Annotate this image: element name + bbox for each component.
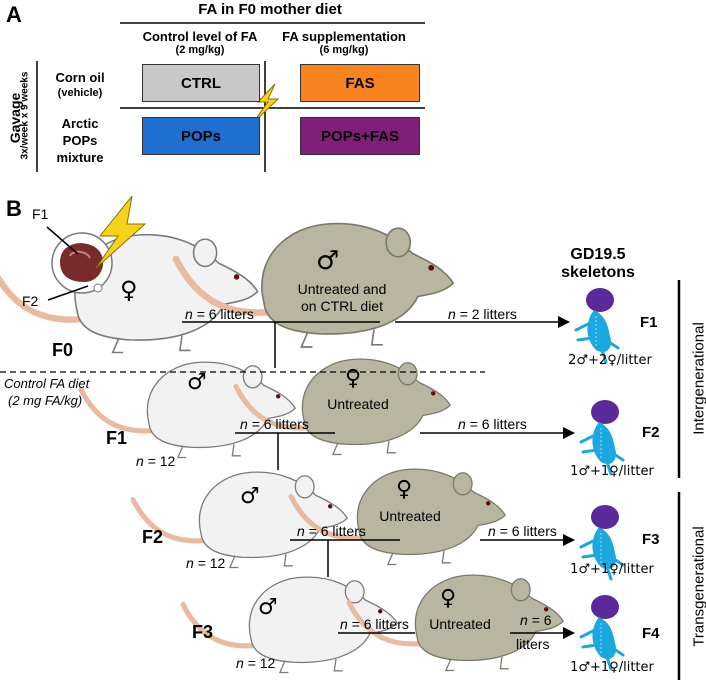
- n-litters-f0: n = 6 litters: [185, 306, 254, 322]
- row1-label-line2: (vehicle): [57, 87, 103, 99]
- n-letter: n: [448, 306, 456, 322]
- gd-title-2: skeletons: [561, 264, 635, 281]
- fetus-count-f3: 1♂+1♀/litter: [570, 562, 654, 577]
- f0-embryo-label-f1: F1: [32, 206, 49, 222]
- n-12-text: = 12: [197, 555, 226, 571]
- f1-n-litters: n = 6 litters: [240, 416, 309, 432]
- f3-n-litters-arrow-2: litters: [516, 636, 550, 652]
- f0-embryo-label-f2: F2: [22, 293, 39, 309]
- panel-a-label: A: [6, 2, 22, 27]
- n-letter: n: [458, 416, 466, 432]
- n-letter: n: [520, 612, 528, 628]
- f3-n-litters-arrow-1: n = 6: [520, 612, 552, 628]
- f0-male-text-1: Untreated and: [297, 281, 387, 297]
- n-letter: n: [236, 655, 244, 671]
- group-box-fas: FAS: [300, 64, 420, 102]
- control-diet-line2: (2 mg FA/kg): [8, 393, 83, 408]
- intergenerational-label: Intergenerational: [690, 322, 706, 435]
- row2-label-line3: mixture: [56, 150, 104, 165]
- n-litters-text: = 6 litters: [351, 616, 409, 632]
- n-12-text: = 12: [247, 655, 276, 671]
- f0-male-symbol: ♂: [316, 246, 340, 276]
- control-diet-line1: Control FA diet: [4, 376, 90, 391]
- n-litters-text: = 6 litters: [308, 523, 366, 539]
- n-litters-text: = 2 litters: [459, 306, 517, 322]
- col1-sub: (2 mg/kg): [175, 44, 225, 56]
- panel-a-title: FA in F0 mother diet: [198, 1, 342, 18]
- f2-female-symbol: ♀: [396, 477, 413, 502]
- n-letter: n: [297, 523, 305, 539]
- f0-male-text-2: on CTRL diet: [301, 298, 383, 314]
- f3-n-litters: n = 6 litters: [340, 616, 409, 632]
- f1-n-litters-arrow: n = 6 litters: [458, 416, 527, 432]
- fetus-count-f1: 2♂+2♀/litter: [568, 353, 652, 368]
- fetus-label-f3: F3: [642, 531, 660, 548]
- f1-female-symbol: ♀: [345, 366, 362, 391]
- f1-male-symbol: ♂: [187, 370, 207, 395]
- f3-male-symbol: ♂: [258, 595, 278, 620]
- gd-title-1: GD19.5: [570, 246, 626, 263]
- fetus-count-f4: 1♂+1♀/litter: [570, 660, 654, 675]
- n-litters-f0-arrow: n = 2 litters: [448, 306, 517, 322]
- f2-untreated: Untreated: [379, 508, 441, 524]
- n-letter: n: [488, 523, 496, 539]
- col2-sub: (6 mg/kg): [319, 44, 369, 56]
- row2-label-line1: Arctic: [61, 116, 99, 131]
- f3-untreated: Untreated: [429, 616, 491, 632]
- n-letter: n: [240, 416, 248, 432]
- gen-label-f0: F0: [52, 340, 74, 360]
- f2-n-litters-arrow: n = 6 litters: [488, 523, 557, 539]
- n-letter: n: [185, 306, 193, 322]
- f2-male-symbol: ♂: [240, 484, 260, 509]
- n-litters-text: = 6 litters: [251, 416, 309, 432]
- transgenerational-label: Transgenerational: [690, 526, 706, 647]
- n-litters-text: = 6 litters: [196, 306, 254, 322]
- group-box-ctrl: CTRL: [142, 64, 260, 102]
- n-12-text: = 12: [147, 453, 176, 469]
- panel-b-label: B: [6, 196, 22, 221]
- f0-female-symbol: ♀: [120, 276, 138, 304]
- group-box-pops-fas: POPs+FAS: [300, 117, 420, 155]
- f2-n-litters: n = 6 litters: [297, 523, 366, 539]
- n-6-text: = 6: [531, 612, 552, 628]
- f2-n12: n = 12: [186, 555, 225, 571]
- gen-label-f3: F3: [192, 622, 214, 642]
- row2-label-line2: POPs: [62, 133, 98, 148]
- col1-header: Control level of FA: [142, 29, 258, 44]
- n-letter: n: [136, 453, 144, 469]
- n-litters-text: = 6 litters: [469, 416, 527, 432]
- fetus-count-f2: 1♂+1♀/litter: [570, 464, 654, 479]
- col2-header: FA supplementation: [282, 29, 406, 44]
- group-box-pops: POPs: [142, 117, 260, 155]
- row1-label-line1: Corn oil: [55, 70, 105, 85]
- row-axis-sub: 3x/week x 9 weeks: [19, 71, 31, 160]
- fetus-label-f2: F2: [642, 424, 660, 441]
- n-letter: n: [186, 555, 194, 571]
- fetus-label-f4: F4: [642, 625, 660, 642]
- f1-untreated: Untreated: [327, 396, 389, 412]
- f3-female-symbol: ♀: [440, 586, 457, 611]
- f1-n12: n = 12: [136, 453, 175, 469]
- n-letter: n: [340, 616, 348, 632]
- gen-label-f2: F2: [142, 527, 164, 547]
- n-litters-text: = 6 litters: [499, 523, 557, 539]
- fetus-label-f1: F1: [640, 314, 658, 331]
- gen-label-f1: F1: [106, 428, 128, 448]
- f3-n12: n = 12: [236, 655, 275, 671]
